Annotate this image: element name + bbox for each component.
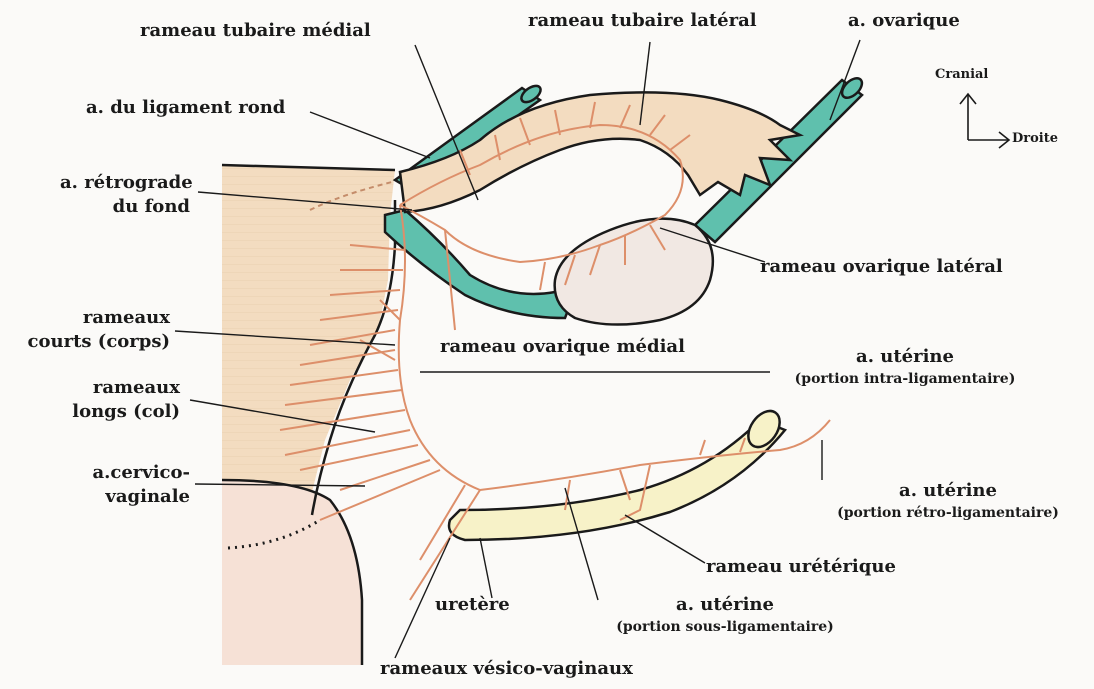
label-a-uterine-retro: a. utérine [808, 480, 1088, 502]
ureter [449, 420, 785, 540]
label-a-uterine-retro-sub: (portion rétro-ligamentaire) [808, 504, 1088, 522]
label-rameau-tubaire-medial: rameau tubaire médial [140, 20, 371, 42]
label-a-cervico-line1: a.cervico- [40, 462, 190, 484]
label-rameau-tubaire-lateral: rameau tubaire latéral [528, 10, 757, 32]
orientation-arrows [960, 94, 1009, 148]
label-a-uterine-intra: a. utérine [775, 346, 1035, 368]
label-a-ligament-rond: a. du ligament rond [86, 97, 285, 119]
label-a-uterine-intra-sub: (portion intra-ligamentaire) [775, 370, 1035, 388]
label-rameaux-longs-line2: longs (col) [40, 401, 180, 423]
label-a-ovarique: a. ovarique [848, 10, 960, 32]
label-a-uterine-sous: a. utérine [585, 594, 865, 616]
label-rameaux-courts-line2: courts (corps) [20, 331, 170, 353]
label-a-cervico-line2: vaginale [40, 486, 190, 508]
label-rameaux-longs-line1: rameaux [60, 377, 180, 399]
label-rameaux-vesico-vaginaux: rameaux vésico-vaginaux [380, 658, 633, 680]
label-uretere: uretère [435, 594, 510, 616]
ovarian-artery-loop [385, 210, 570, 318]
label-a-retrograde-line1: a. rétrograde [60, 172, 190, 194]
label-rameaux-courts-line1: rameaux [60, 307, 170, 329]
label-rameau-ovarique-lateral: rameau ovarique latéral [760, 256, 1003, 278]
label-a-retrograde-line2: du fond [60, 196, 190, 218]
ovary [555, 219, 713, 325]
label-rameau-ureterique: rameau urétérique [706, 556, 896, 578]
round-ligament-artery-end [519, 83, 544, 106]
label-rameau-ovarique-medial: rameau ovarique médial [440, 336, 685, 358]
label-droite: Droite [1012, 128, 1058, 150]
label-cranial: Cranial [935, 64, 988, 86]
cervix-region [222, 480, 362, 665]
label-a-uterine-sous-sub: (portion sous-ligamentaire) [585, 618, 865, 636]
